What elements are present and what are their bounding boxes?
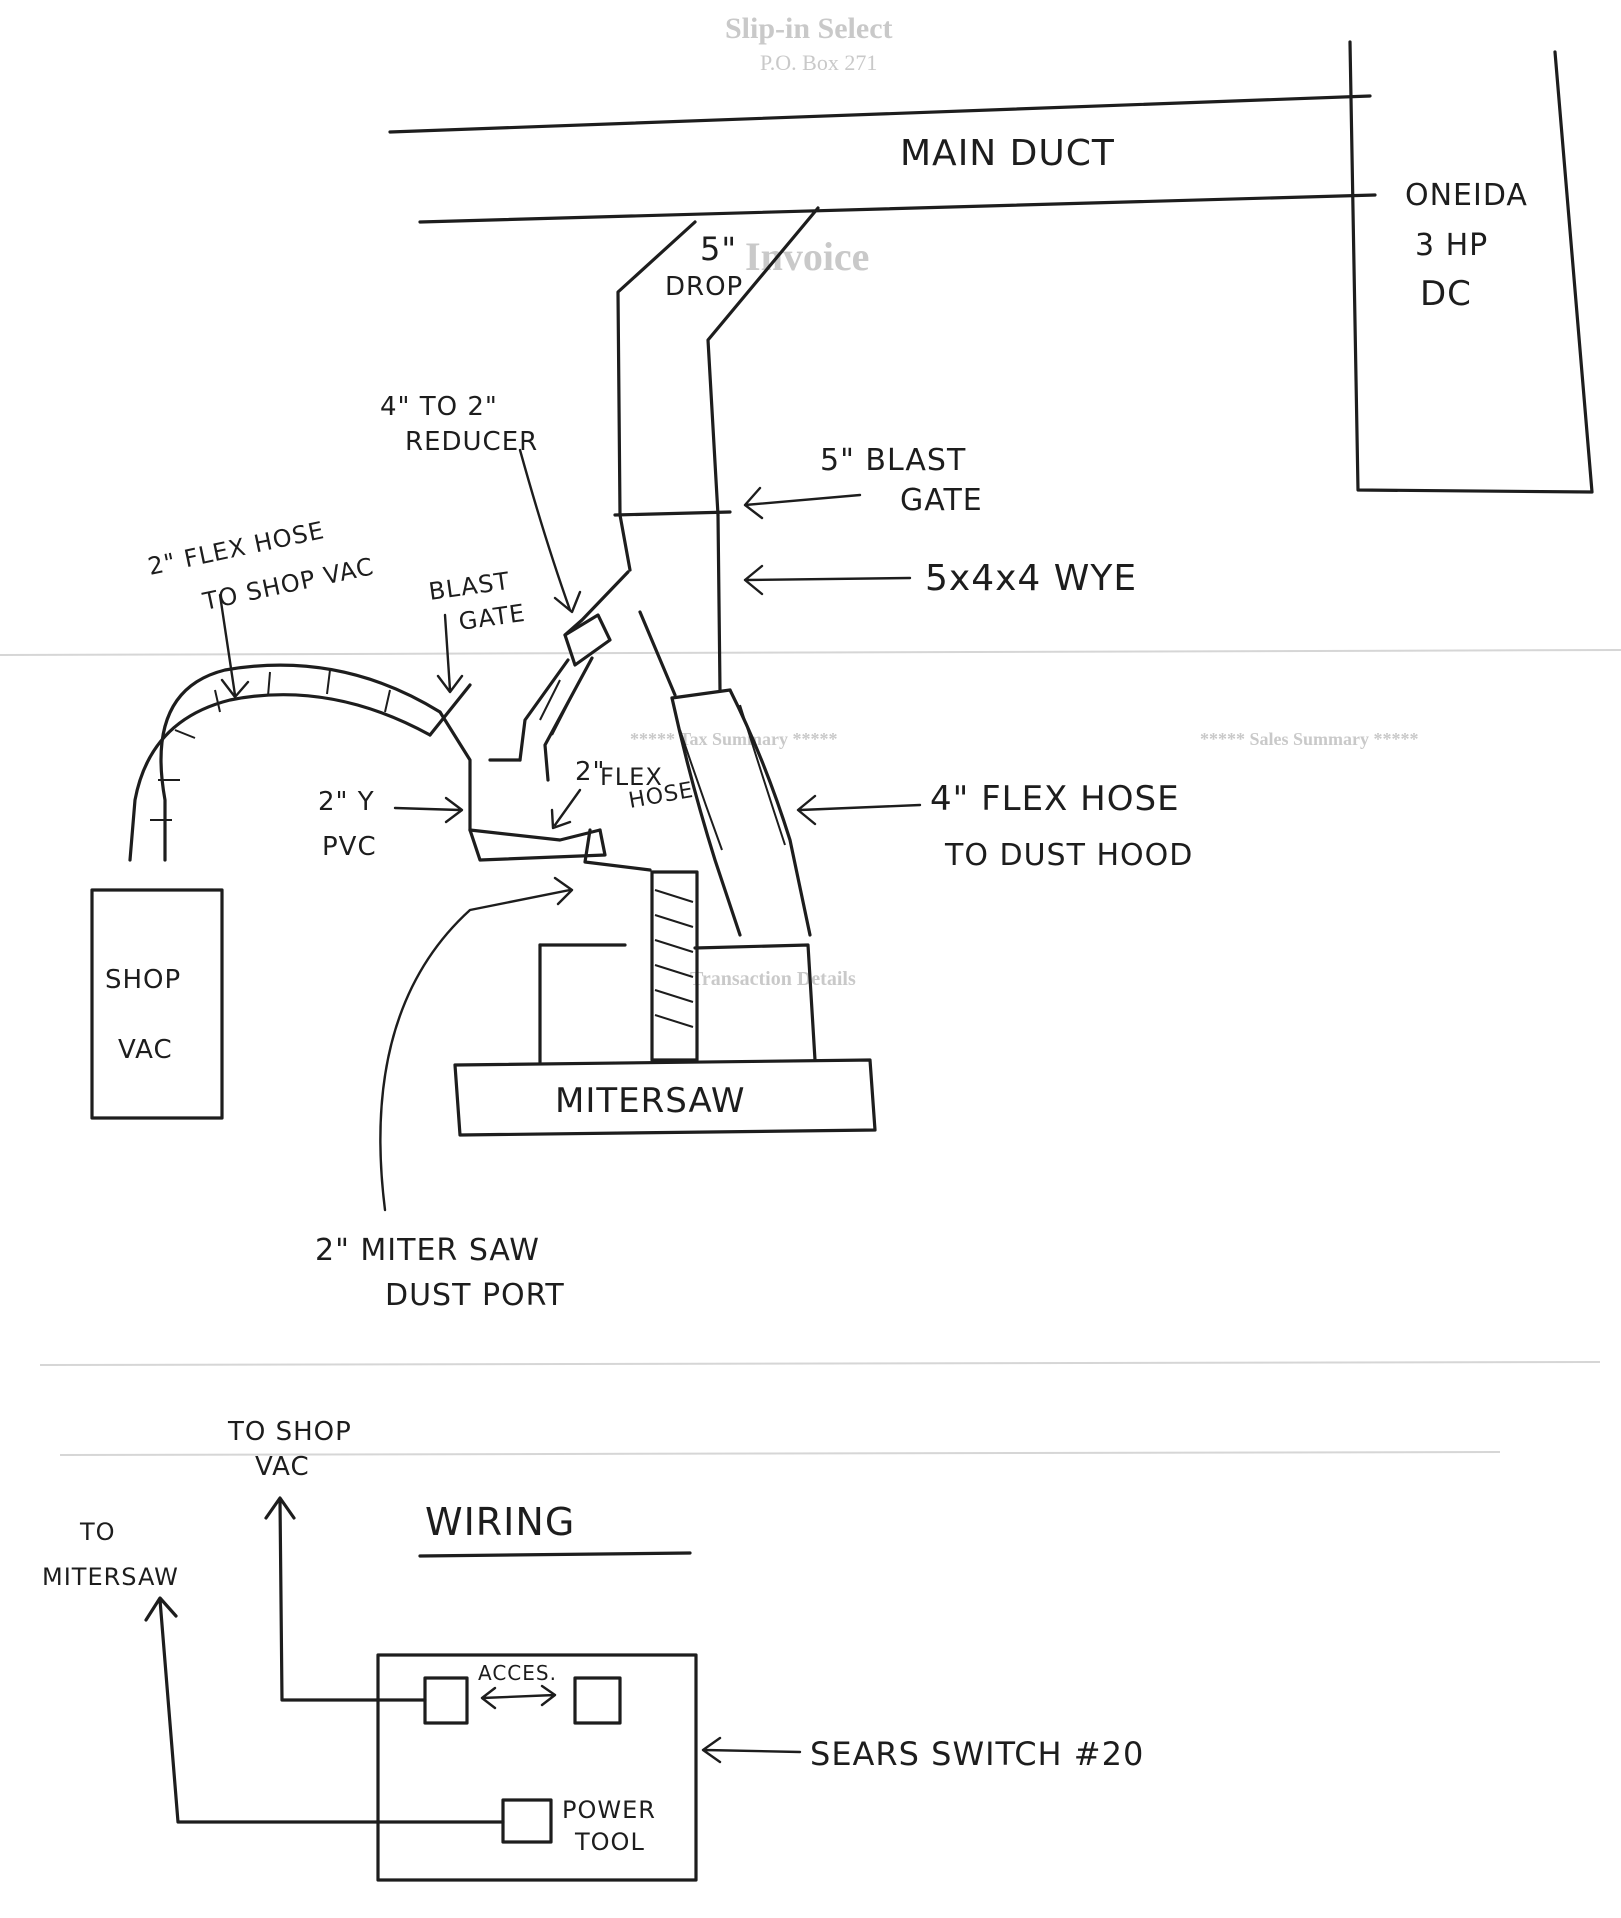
arrow-blast-gate-5: [743, 486, 862, 520]
arrow-blast-gate: [436, 613, 464, 694]
flex4-left: [670, 696, 742, 937]
bg-tax-summary: ***** Tax Summary *****: [630, 729, 838, 749]
pvc-y-bottom: [468, 828, 602, 842]
reducer-body: [563, 613, 612, 667]
label-to-miter-saw-1: TO: [79, 1518, 116, 1546]
switch-outlet-right: [573, 1676, 622, 1725]
arrow-flex-hose-2: [218, 593, 250, 699]
label-reducer-1: 4" TO 2": [380, 392, 498, 422]
wiring-sketch: WIRING TO SHOP VAC TO MITERSAW ACCES. PO…: [42, 1417, 1144, 1882]
flex4-right: [728, 688, 812, 937]
arrow-flex-4: [796, 794, 922, 826]
saw-dust-port: [650, 870, 699, 1062]
branch-left: [518, 658, 570, 762]
bg-po-box: P.O. Box 271: [760, 50, 877, 75]
label-miter-saw: MITERSAW: [555, 1081, 745, 1121]
label-to-shop-vac-1: TO SHOP: [227, 1417, 352, 1447]
label-wye: 5x4x4 WYE: [925, 558, 1137, 599]
drop-right-wall: [706, 206, 820, 517]
drop-left-wall: [616, 220, 697, 517]
acces-double-arrow: [480, 1684, 557, 1710]
wye-left-upper: [618, 513, 632, 572]
label-to-miter-saw-2: MITERSAW: [42, 1563, 179, 1591]
arrow-reducer: [518, 448, 582, 614]
bg-rule-2: [39, 1361, 1601, 1366]
flex4-ribs: [679, 704, 786, 851]
label-acces: ACCES.: [478, 1661, 557, 1685]
label-blast-gate-5-2: GATE: [900, 483, 983, 518]
label-power-tool-1: POWER: [562, 1796, 656, 1824]
label-blast-gate-5-1: 5" BLAST: [820, 443, 966, 478]
wye-right-wall: [716, 513, 722, 692]
wire-to-miter-saw: [144, 1596, 505, 1824]
label-shop-vac-1: SHOP: [105, 965, 181, 995]
label-collector-2: 3 HP: [1415, 228, 1488, 263]
wire-to-shop-vac: [264, 1496, 427, 1702]
branch-ribs: [539, 679, 576, 736]
label-pvc-y-2: PVC: [322, 832, 377, 862]
label-main-duct: MAIN DUCT: [900, 133, 1115, 174]
dust-collector-box: [1348, 40, 1594, 494]
label-blast-gate-2: GATE: [457, 599, 527, 636]
background-invoice: Slip-in Select P.O. Box 271 Invoice ****…: [0, 12, 1621, 1456]
label-flex4-2: TO DUST HOOD: [944, 838, 1193, 873]
bg-company: Slip-in Select: [725, 12, 893, 45]
main-duct-bottom: [418, 193, 1377, 224]
vac-hose-inner: [159, 663, 442, 862]
label-blast-gate-1: BLAST: [427, 567, 512, 606]
label-pvc-y-1: 2" Y: [318, 787, 375, 817]
arrow-wye: [743, 564, 912, 596]
label-reducer-2: REDUCER: [405, 427, 538, 457]
branch-right: [543, 656, 594, 782]
label-collector-1: ONEIDA: [1405, 178, 1528, 213]
duct-sketch: MAIN DUCT ONEIDA 3 HP DC 5" DROP 4" TO 2…: [90, 40, 1594, 1313]
label-shop-vac-2: VAC: [118, 1035, 173, 1065]
bg-transaction-details: Transaction Details: [690, 968, 856, 990]
arrow-switch: [701, 1736, 802, 1764]
switch-box: [376, 1653, 698, 1882]
bg-rule-1: [0, 649, 1621, 656]
small-blast-gate: [428, 683, 472, 737]
pvc-y-left: [438, 710, 472, 832]
bg-sales-summary: ***** Sales Summary *****: [1200, 729, 1419, 749]
label-power-tool-2: TOOL: [574, 1828, 645, 1856]
switch-outlet-power-tool: [501, 1798, 553, 1844]
wiring-title: WIRING: [425, 1500, 575, 1544]
label-flex4-1: 4" FLEX HOSE: [930, 779, 1180, 819]
label-dust-port-1: 2" MITER SAW: [315, 1233, 540, 1268]
vac-hose-outer: [128, 693, 432, 862]
label-flex2-1: 2": [575, 757, 606, 787]
wye-branch-inner: [638, 610, 677, 697]
wiring-title-underline: [418, 1551, 692, 1558]
arrow-pvc-y: [393, 796, 464, 824]
label-drop: DROP: [665, 272, 743, 302]
flex2-elbow: [583, 828, 652, 872]
miter-saw-base: [453, 1058, 877, 1137]
shop-vac-box: [90, 888, 224, 1120]
dust-port-ribs: [654, 889, 694, 1028]
label-flex2-2: FLEX: [600, 763, 663, 791]
bg-rule-3: [59, 1451, 1501, 1456]
arrow-dust-port: [379, 876, 574, 1212]
arrow-flex-2: [550, 788, 582, 830]
wye-bottom: [670, 688, 732, 700]
main-duct-top: [388, 94, 1372, 134]
label-dust-port-2: DUST PORT: [385, 1278, 565, 1313]
saw-hood: [693, 943, 817, 1062]
label-drop-size: 5": [700, 230, 737, 268]
switch-outlet-left: [423, 1676, 469, 1725]
vac-hose-ribs: [150, 669, 391, 821]
pvc-y-base: [468, 828, 607, 862]
label-sears-switch: SEARS SWITCH #20: [810, 1735, 1144, 1773]
label-to-shop-vac-2: VAC: [255, 1452, 310, 1482]
blast-gate-5-line: [613, 510, 732, 517]
label-collector-3: DC: [1420, 274, 1472, 314]
